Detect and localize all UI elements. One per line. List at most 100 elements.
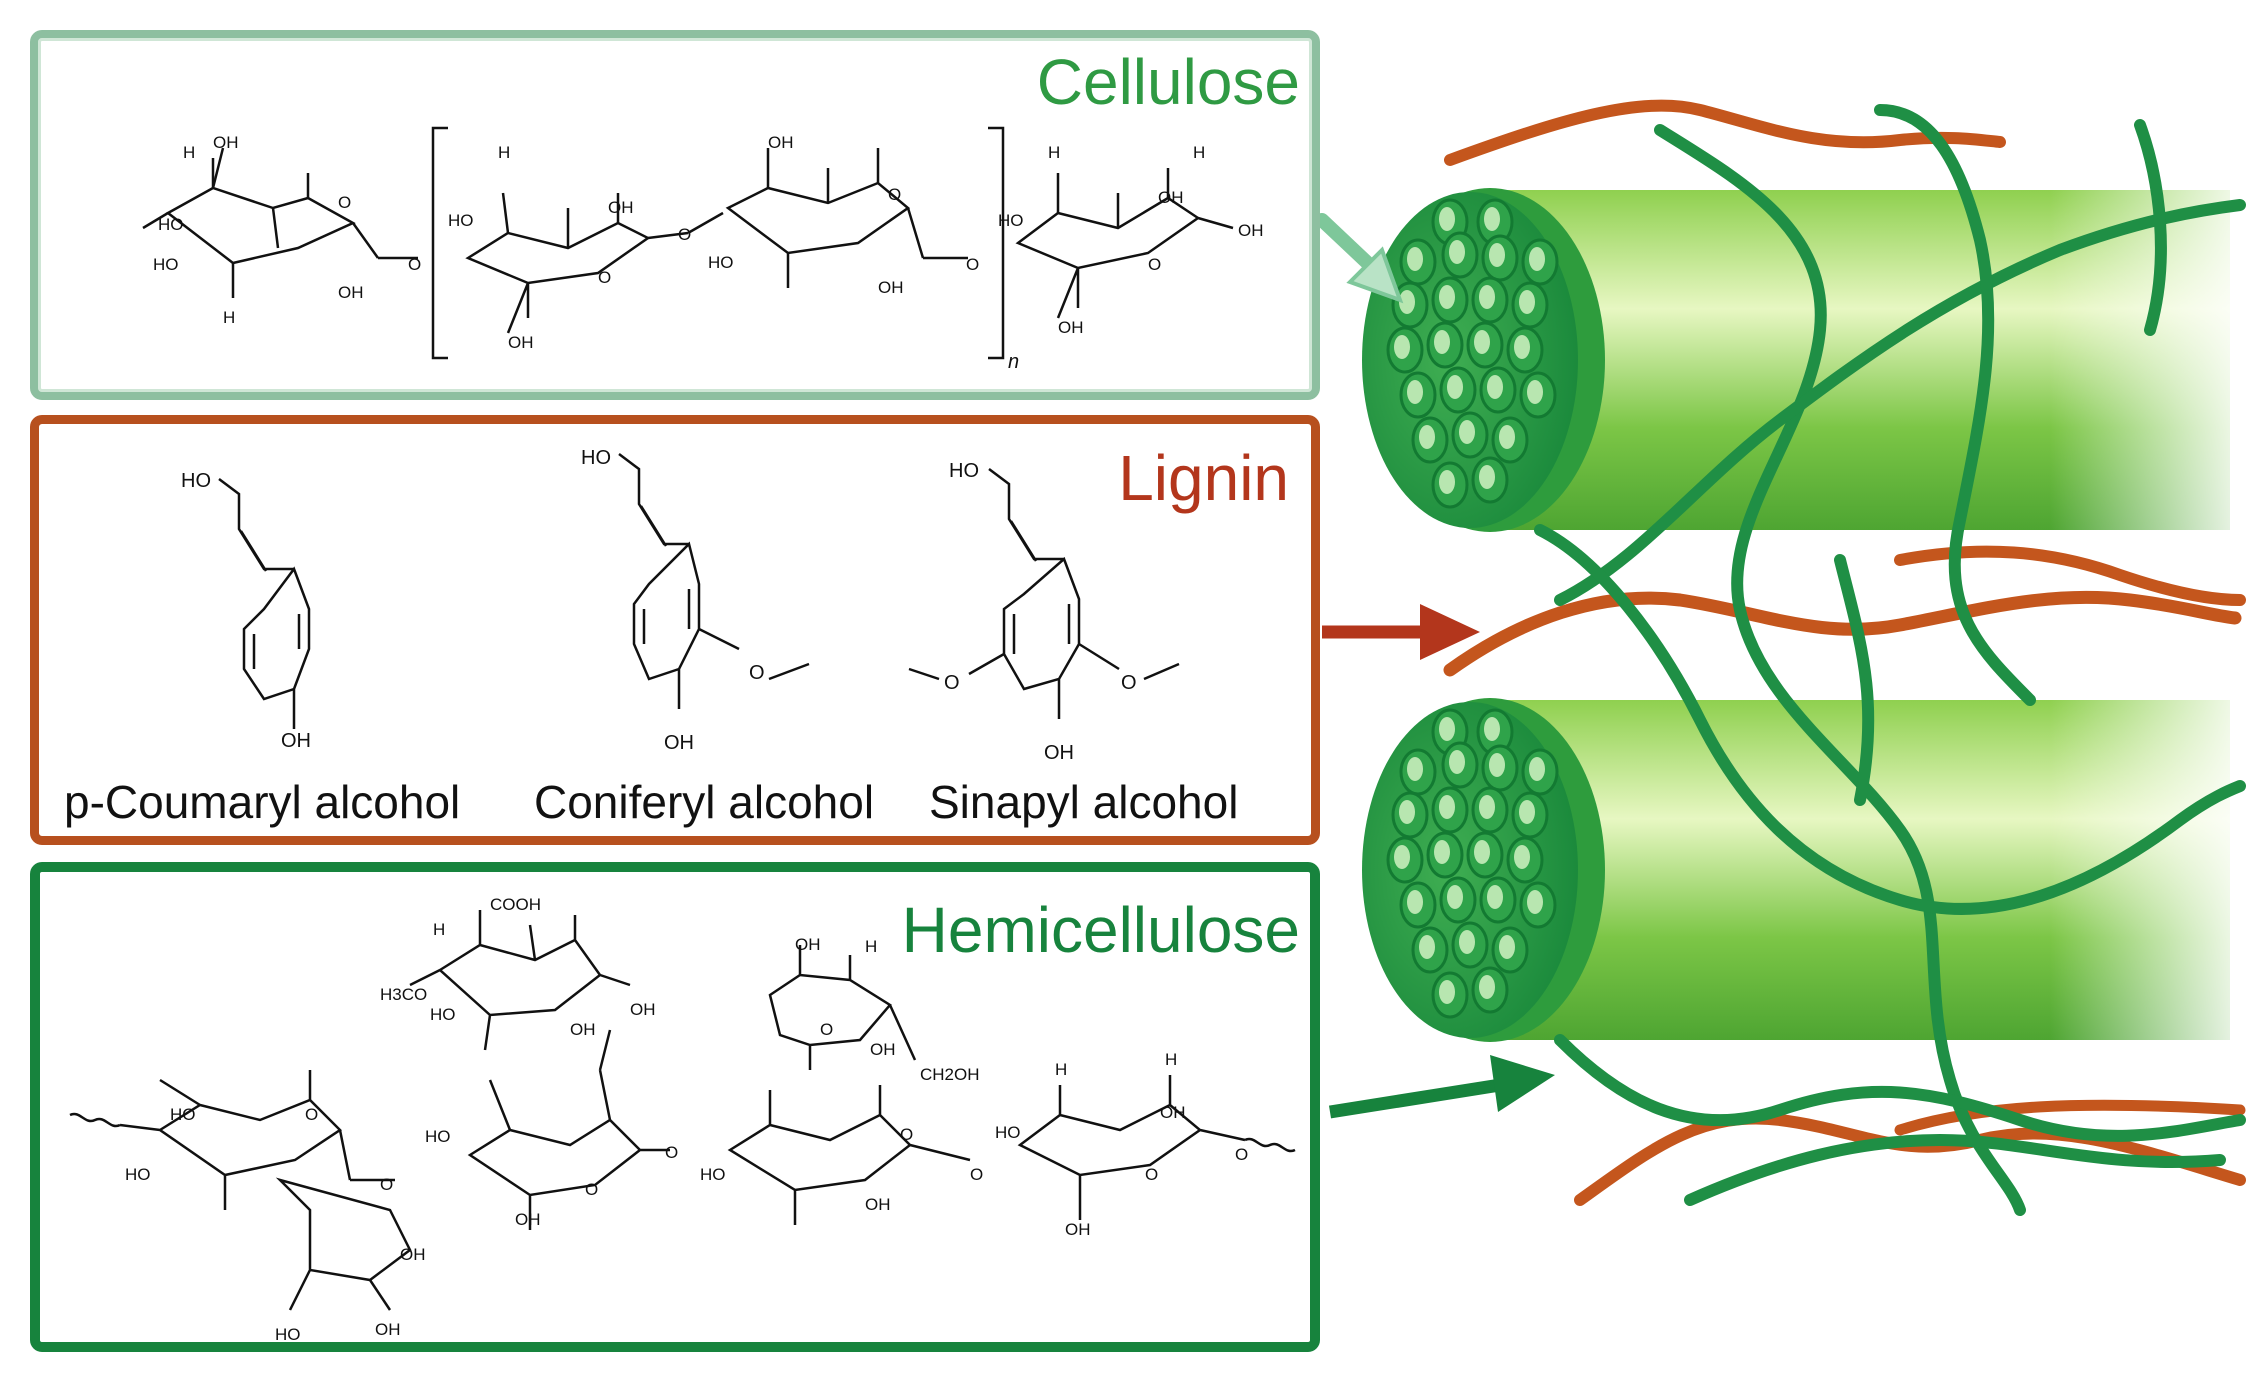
atom-label: HO xyxy=(949,460,979,482)
monomer-name: Sinapyl alcohol xyxy=(929,776,1239,828)
lignin-strand xyxy=(1894,1099,2246,1136)
atom-label: O xyxy=(408,255,421,274)
atom-label: O xyxy=(1148,255,1161,274)
atom-label: HO xyxy=(181,470,211,492)
atom-label: OH xyxy=(375,1320,401,1339)
atom-label: H xyxy=(1193,143,1205,162)
fibril-highlight xyxy=(1484,717,1500,741)
fibril-highlight xyxy=(1407,247,1423,271)
fibril-highlight xyxy=(1434,330,1450,354)
atom-label: OH xyxy=(515,1210,541,1229)
hemicellulose-strand xyxy=(1834,554,1875,806)
fibril-highlight xyxy=(1529,757,1545,781)
cellulose-panel: Cellulose HO HO OH OH xyxy=(30,30,1320,400)
fibril-highlight xyxy=(1447,885,1463,909)
fibril-highlight xyxy=(1479,795,1495,819)
atom-label: OH xyxy=(281,730,311,752)
lignin-title: Lignin xyxy=(1118,442,1289,514)
atom-label: OH xyxy=(213,133,239,152)
fibril-highlight xyxy=(1419,425,1435,449)
atom-label: O xyxy=(338,193,351,212)
fibril-highlight xyxy=(1407,380,1423,404)
fibril-highlight xyxy=(1394,845,1410,869)
atom-label: H xyxy=(498,143,510,162)
fibril-highlight xyxy=(1514,335,1530,359)
fibril-highlight xyxy=(1529,247,1545,271)
atom-label: HO xyxy=(581,447,611,469)
atom-label: OH xyxy=(570,1020,596,1039)
cellulose-structure: HO HO OH OH O O H H HO OH OH O O H OH HO… xyxy=(142,126,1264,373)
fibril-highlight xyxy=(1439,980,1455,1004)
fibril-highlight xyxy=(1487,375,1503,399)
fibril-highlight xyxy=(1499,935,1515,959)
atom-label: HO xyxy=(995,1123,1021,1142)
fibril-highlight xyxy=(1439,470,1455,494)
lignin-strand xyxy=(1444,99,2006,166)
hemicellulose-strand xyxy=(1554,1034,2246,1142)
fibril-highlight xyxy=(1449,750,1465,774)
lignin-strand xyxy=(1894,545,2246,606)
atom-label: HO xyxy=(125,1165,151,1184)
fibril-highlight xyxy=(1407,890,1423,914)
fibril-highlight xyxy=(1519,800,1535,824)
atom-label: O xyxy=(598,268,611,287)
atom-label: H xyxy=(1055,1060,1067,1079)
fibril-highlight xyxy=(1419,935,1435,959)
atom-label: OH xyxy=(1238,221,1264,240)
atom-label: OH xyxy=(1065,1220,1091,1239)
fibril-highlight xyxy=(1489,753,1505,777)
atom-label: H xyxy=(1165,1050,1177,1069)
atom-label: HO xyxy=(430,1005,456,1024)
atom-label: OH xyxy=(870,1040,896,1059)
hemicellulose-strand xyxy=(1534,524,2246,915)
atom-label: OH xyxy=(878,278,904,297)
atom-label: OH xyxy=(1158,188,1184,207)
fibril-highlight xyxy=(1407,757,1423,781)
fibril-highlight xyxy=(1439,207,1455,231)
fibril-highlight xyxy=(1474,840,1490,864)
hemicellulose-strand xyxy=(1874,104,2036,706)
fibril-highlight xyxy=(1479,975,1495,999)
atom-label: OH xyxy=(1160,1103,1186,1122)
atom-label: O xyxy=(305,1105,318,1124)
atom-label: O xyxy=(888,185,901,204)
lignin-panel: Lignin HO OH HO O OH HO O O OH p-Coumary… xyxy=(30,415,1320,845)
atom-label: O xyxy=(900,1125,913,1144)
atom-label: H xyxy=(1048,143,1060,162)
atom-label: OH xyxy=(795,935,821,954)
atom-label: OH xyxy=(664,732,694,754)
fibril-highlight xyxy=(1484,207,1500,231)
hemicellulose-panel: Hemicellulose H COOH H3CO HO OH OH OH H … xyxy=(30,862,1320,1352)
atom-label: COOH xyxy=(490,895,541,914)
hemicellulose-title: Hemicellulose xyxy=(901,894,1300,966)
cellulose-arrow xyxy=(1315,213,1404,304)
atom-label: OH xyxy=(1044,742,1074,764)
hemicellulose-strand xyxy=(1554,199,2246,606)
atom-label: HO xyxy=(448,211,474,230)
fibril-highlight xyxy=(1447,375,1463,399)
atom-label: HO xyxy=(158,215,184,234)
fibril-highlight xyxy=(1439,717,1455,741)
lignin-monomer-structures: HO OH HO O OH HO O O OH xyxy=(181,447,1180,764)
atom-label: O xyxy=(380,1175,393,1194)
fibril-highlight xyxy=(1527,380,1543,404)
fibril-highlight xyxy=(1399,800,1415,824)
atom-label: OH xyxy=(400,1245,426,1264)
atom-label: OH xyxy=(865,1195,891,1214)
atom-label: O xyxy=(1145,1165,1158,1184)
atom-label: HO xyxy=(425,1127,451,1146)
fibril-highlight xyxy=(1449,240,1465,264)
fibril-highlight xyxy=(1489,243,1505,267)
fibril-highlight xyxy=(1514,845,1530,869)
atom-label: OH xyxy=(508,333,534,352)
monomer-name: Coniferyl alcohol xyxy=(534,776,875,828)
hemicellulose-structure: H COOH H3CO HO OH OH OH H O OH CH2OH HO … xyxy=(69,895,1296,1344)
atom-label: O xyxy=(749,662,765,684)
atom-label: OH xyxy=(608,198,634,217)
hemicellulose-strand xyxy=(2134,119,2167,336)
atom-label: O xyxy=(1121,672,1137,694)
atom-label: O xyxy=(585,1180,598,1199)
atom-label: HO xyxy=(700,1165,726,1184)
lignin-arrow xyxy=(1322,604,1480,660)
